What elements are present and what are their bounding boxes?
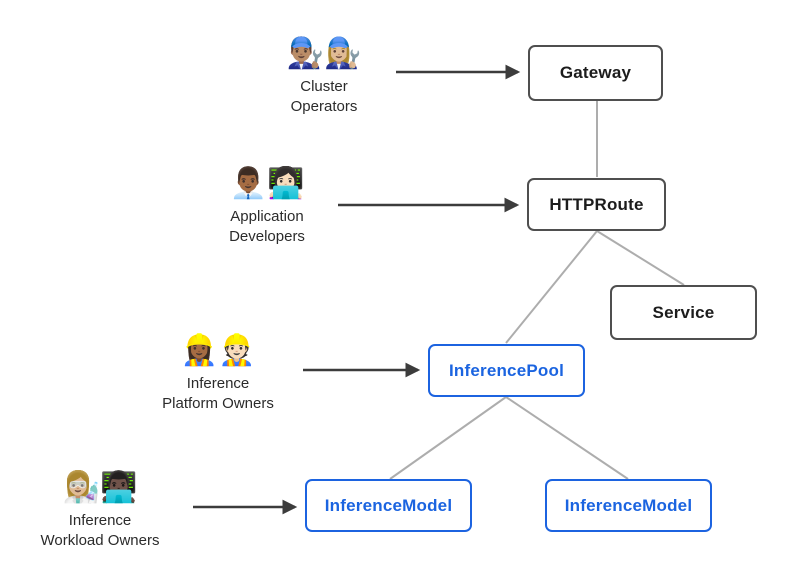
persona-cluster-operators-label: Cluster Operators (234, 77, 414, 117)
node-inferencemodel-right: InferenceModel (545, 479, 712, 532)
persona-label-line: Cluster (300, 78, 348, 95)
edge-inferencepool-inferencemodel-right (505, 396, 629, 480)
scientist-and-technologist-emoji-pair-icon: 👩🏼‍🔬👨🏿‍💻 (62, 471, 138, 504)
node-httproute-label: HTTPRoute (549, 194, 644, 214)
node-gateway: Gateway (528, 45, 663, 101)
node-gateway-label: Gateway (559, 63, 632, 82)
construction-worker-emoji-pair-icon: 👷🏾‍♀️👷🏻 (180, 334, 256, 367)
persona-label-line: Application (230, 208, 304, 225)
node-service-label: Service (652, 302, 715, 322)
mechanic-emoji-pair-icon: 👨🏽‍🔧👩🏼‍🔧 (286, 37, 362, 70)
persona-inference-platform-owners: 👷🏾‍♀️👷🏻 Inference Platform Owners (128, 331, 308, 414)
node-inferencemodel-left: InferenceModel (305, 479, 472, 532)
edge-inferencepool-inferencemodel-left (389, 396, 507, 480)
node-service: Service (610, 285, 757, 340)
persona-cluster-operators: 👨🏽‍🔧👩🏼‍🔧 Cluster Operators (234, 34, 414, 117)
persona-label-line: Developers (229, 228, 305, 245)
persona-label-line: Inference (68, 512, 132, 529)
node-inferencemodel-left-label: InferenceModel (324, 495, 453, 515)
persona-label-line: Inference (186, 375, 250, 392)
persona-inference-platform-owners-label: Inference Platform Owners (128, 374, 308, 414)
persona-label-line: Workload Owners (40, 532, 160, 549)
persona-inference-workload-owners: 👩🏼‍🔬👨🏿‍💻 Inference Workload Owners (10, 468, 190, 551)
persona-application-developers: 👨🏾‍💼👩🏻‍💻 Application Developers (177, 164, 357, 247)
persona-label-line: Operators (290, 98, 358, 115)
node-inferencepool-label: InferencePool (448, 360, 565, 380)
persona-label-line: Platform Owners (162, 395, 274, 412)
edge-httproute-inferencepool (505, 230, 598, 344)
persona-application-developers-label: Application Developers (177, 207, 357, 247)
node-inferencepool: InferencePool (428, 344, 585, 397)
office-worker-and-technologist-emoji-pair-icon: 👨🏾‍💼👩🏻‍💻 (229, 167, 305, 200)
persona-inference-workload-owners-label: Inference Workload Owners (10, 511, 190, 551)
node-inferencemodel-right-label: InferenceModel (564, 495, 693, 515)
node-httproute: HTTPRoute (527, 178, 666, 231)
edge-httproute-service (596, 230, 685, 286)
